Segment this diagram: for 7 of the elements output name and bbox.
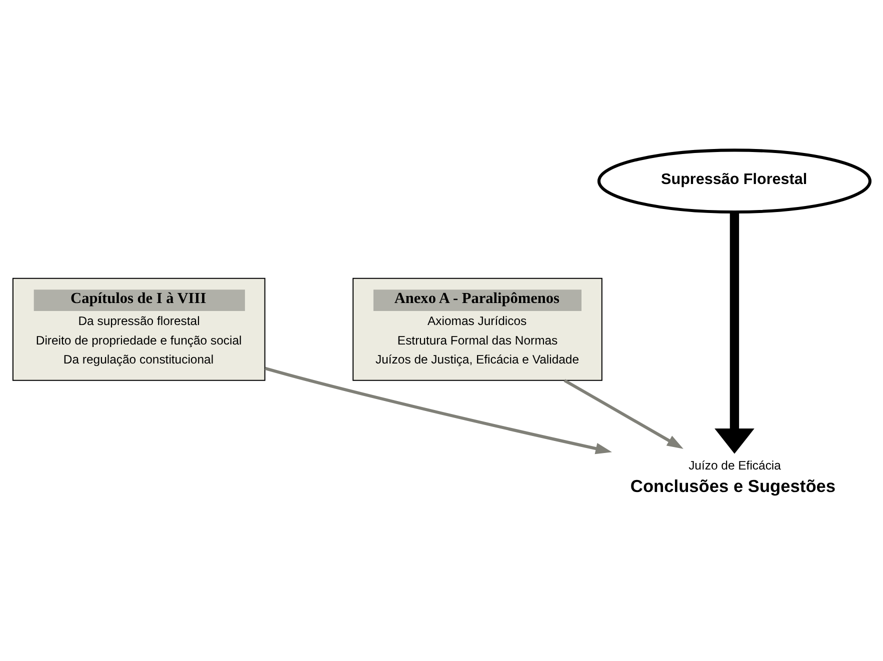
arrow (264, 366, 612, 454)
node-text: Juízo de Eficácia Conclusões e Sugestões (630, 458, 836, 496)
arrow (714, 212, 754, 454)
arrow (564, 378, 684, 448)
node-ellipse: Supressão Florestal (597, 148, 872, 214)
node-box: Capítulos de I à VIII Da supressão florestal Direito de propriedade e função social Da regulação constitucional (12, 277, 266, 380)
node-box: Anexo A - Paralipômenos Axiomas Jurídicos Estrutura Formal das Normas Juízos de Justiça, Eficácia e Validade (352, 277, 602, 380)
